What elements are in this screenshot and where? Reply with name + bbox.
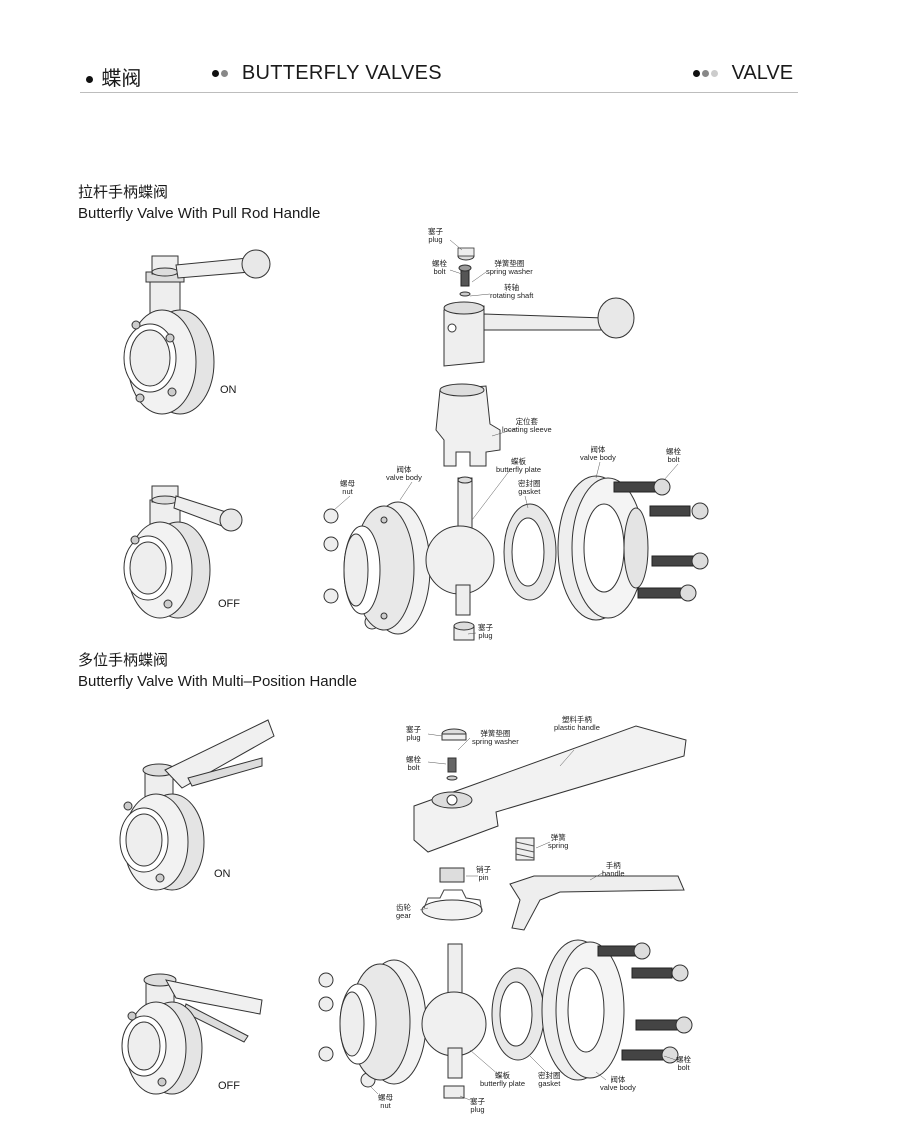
dot-icon-gray: [702, 70, 709, 78]
state-off-label-1: OFF: [218, 598, 240, 610]
dot-icon-light: [711, 70, 718, 78]
header-left-title: 蝶阀: [101, 66, 142, 90]
bullet-icon: [86, 76, 93, 83]
valve-off-multi-position-image: [121, 973, 263, 1095]
valve-off-pull-rod-image: [123, 485, 243, 619]
dot-icon-dark: [212, 70, 219, 78]
section-1-title: 拉杆手柄蝶阀 Butterfly Valve With Pull Rod Han…: [78, 182, 320, 224]
section-1-title-cn: 拉杆手柄蝶阀: [78, 184, 169, 201]
exploded-view-multi-position: [318, 725, 693, 1101]
page-header: 蝶阀 BUTTERFLY VALVES VALVE: [0, 0, 900, 100]
header-center: BUTTERFLY VALVES: [212, 62, 442, 85]
state-on-label-2: ON: [214, 868, 231, 880]
dot-icon-gray: [221, 70, 228, 78]
header-right: VALVE: [693, 62, 793, 85]
exploded-view-pull-rod: [323, 239, 709, 641]
state-on-label-1: ON: [220, 384, 237, 396]
header-left: 蝶阀: [86, 62, 141, 91]
section-2-title: 多位手柄蝶阀 Butterfly Valve With Multi–Positi…: [78, 650, 357, 692]
state-off-label-2: OFF: [218, 1080, 240, 1092]
dot-icon-dark: [693, 70, 700, 78]
header-divider: [80, 92, 798, 93]
valve-on-multi-position-image: [119, 719, 275, 891]
header-center-title: BUTTERFLY VALVES: [241, 62, 442, 84]
section-2-title-en: Butterfly Valve With Multi–Position Hand…: [78, 673, 358, 690]
section-2-title-cn: 多位手柄蝶阀: [78, 652, 169, 669]
section-1-title-en: Butterfly Valve With Pull Rod Handle: [78, 205, 321, 222]
valve-on-pull-rod-image: [123, 249, 271, 415]
header-right-title: VALVE: [731, 62, 794, 84]
